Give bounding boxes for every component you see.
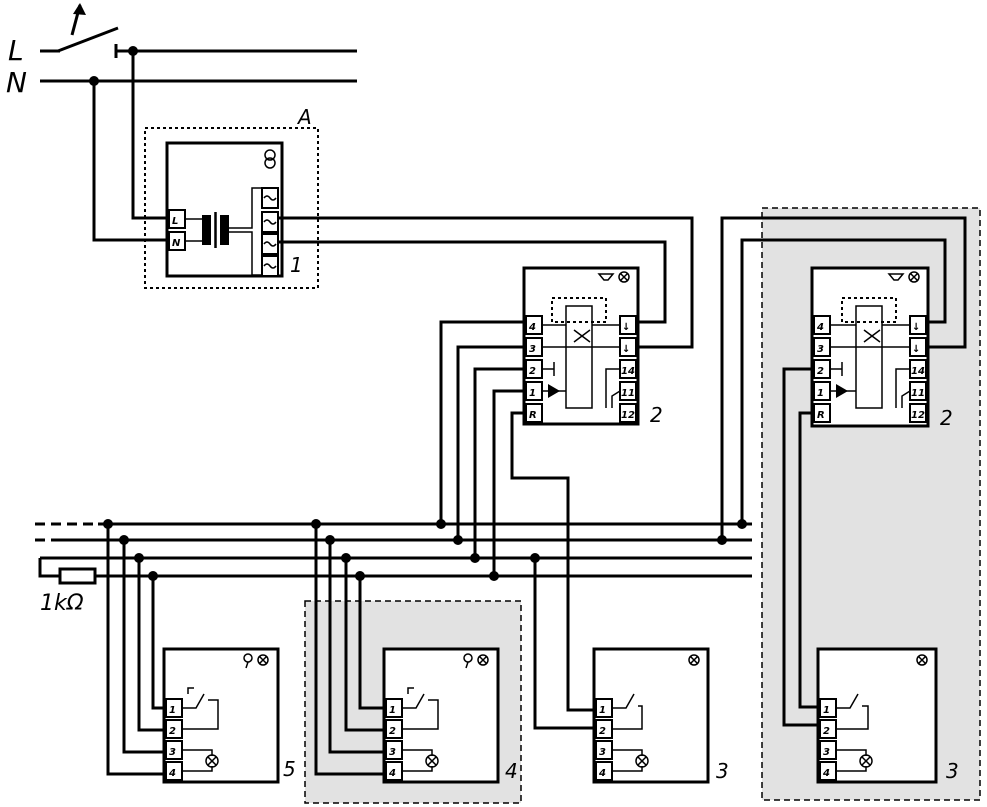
transformer-number: 1 (290, 253, 303, 277)
station-4-number: 4 (505, 759, 518, 783)
svg-text:R: R (817, 410, 825, 421)
svg-text:3: 3 (169, 747, 176, 758)
svg-text:4: 4 (598, 768, 606, 779)
svg-text:↓: ↓ (622, 322, 630, 333)
svg-text:12: 12 (621, 410, 635, 421)
neutral-label: N (6, 66, 27, 99)
station-3-middle-number: 3 (716, 759, 729, 783)
station-4: 1 2 3 4 4 (382, 647, 518, 784)
svg-text:11: 11 (911, 388, 925, 399)
svg-text:2: 2 (599, 726, 606, 737)
station-5-number: 5 (283, 757, 296, 781)
station-3-middle: 1 2 3 4 3 (592, 647, 729, 784)
svg-text:4: 4 (822, 768, 830, 779)
transformer-unit: L N 1 (165, 141, 303, 278)
svg-text:3: 3 (599, 747, 606, 758)
svg-text:4: 4 (388, 768, 396, 779)
svg-text:N: N (172, 238, 181, 249)
svg-text:1: 1 (529, 388, 536, 399)
svg-text:3: 3 (529, 344, 536, 355)
svg-text:4: 4 (168, 768, 176, 779)
svg-text:4: 4 (528, 322, 536, 333)
station-3-right: 1 2 3 4 3 (816, 647, 959, 784)
svg-text:2: 2 (169, 726, 176, 737)
svg-text:2: 2 (817, 366, 824, 377)
group-a: A (144, 105, 319, 289)
svg-text:3: 3 (389, 747, 396, 758)
svg-text:3: 3 (817, 344, 824, 355)
station-3-right-number: 3 (946, 759, 959, 783)
bus: 1kΩ (35, 522, 752, 616)
svg-text:2: 2 (529, 366, 536, 377)
svg-text:↓: ↓ (912, 344, 920, 355)
actuator-2-number: 2 (940, 406, 953, 430)
svg-text:1: 1 (389, 705, 396, 716)
svg-text:1: 1 (169, 705, 176, 716)
svg-text:1: 1 (823, 705, 830, 716)
actuator-1: 4 3 2 1 R ↓ ↓ 14 11 12 2 (522, 266, 663, 427)
svg-text:11: 11 (621, 388, 635, 399)
svg-text:↓: ↓ (622, 344, 630, 355)
svg-text:↓: ↓ (912, 322, 920, 333)
svg-text:1: 1 (599, 705, 606, 716)
group-a-label: A (296, 105, 312, 129)
line-label: L (8, 34, 24, 67)
svg-text:R: R (529, 410, 537, 421)
svg-text:2: 2 (389, 726, 396, 737)
svg-text:14: 14 (621, 366, 635, 377)
resistor-label: 1kΩ (40, 591, 84, 616)
station-5: 1 2 3 4 5 (162, 647, 296, 784)
svg-text:4: 4 (816, 322, 824, 333)
svg-text:12: 12 (911, 410, 925, 421)
svg-text:1: 1 (817, 388, 824, 399)
svg-text:14: 14 (911, 366, 925, 377)
svg-text:L: L (172, 216, 178, 227)
actuator-1-number: 2 (650, 403, 663, 427)
svg-text:2: 2 (823, 726, 830, 737)
svg-text:3: 3 (823, 747, 830, 758)
